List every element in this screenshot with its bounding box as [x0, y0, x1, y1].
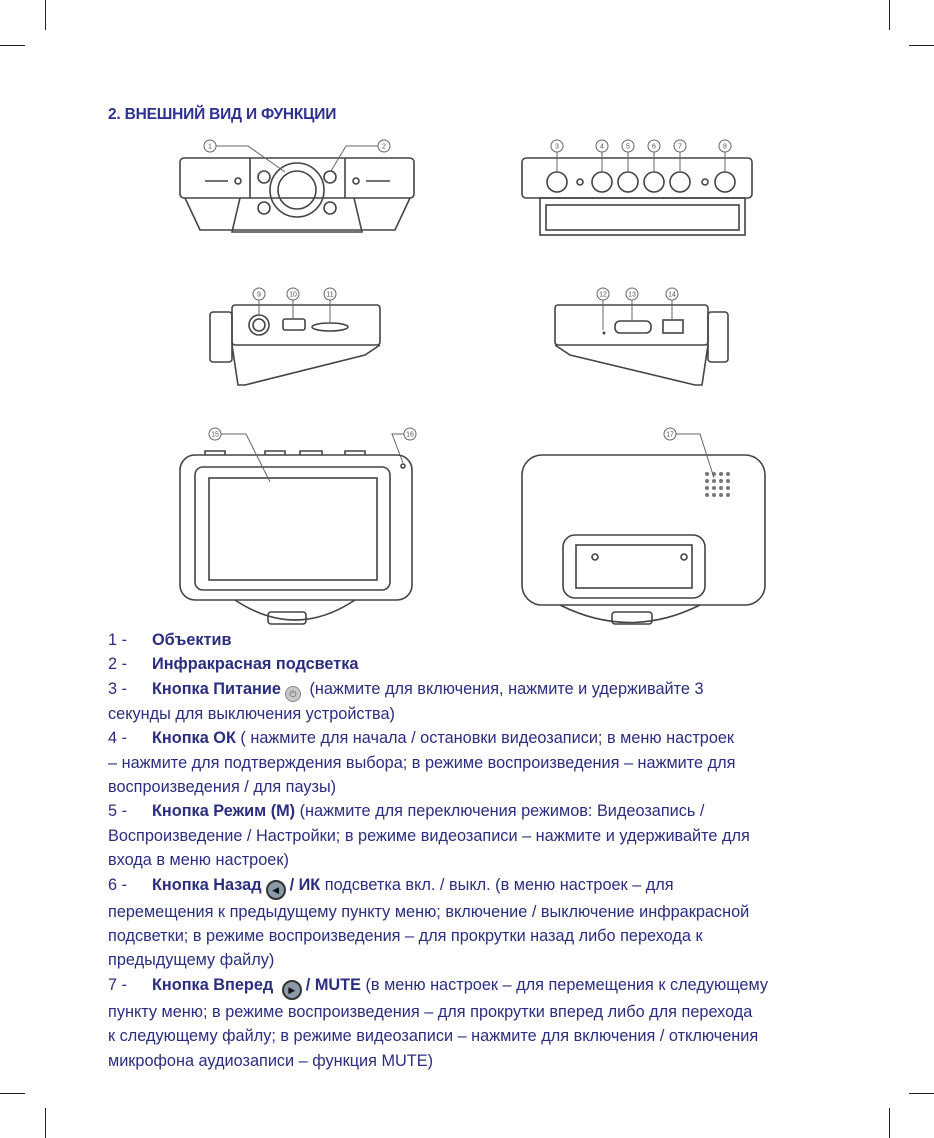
function-list: 1 - Объектив 2 - Инфракрасная подсветка 3 … — [108, 628, 848, 1073]
mount-view-diagram: 17 — [521, 427, 766, 625]
item-text: подсветка вкл. / выкл. (в меню настроек … — [324, 875, 674, 894]
callout-label: 2 — [382, 144, 386, 151]
left-arrow-icon: ◀ — [265, 879, 286, 900]
list-item-3: 3 - Кнопка Питание⏻ (нажмите для включени… — [108, 677, 848, 726]
callout-label: 16 — [406, 432, 414, 439]
item-number: 6 - — [108, 875, 128, 894]
item-number: 3 - — [108, 679, 128, 698]
item-text: (нажмите для включения, нажмите и удержи… — [309, 679, 704, 698]
crop-mark — [909, 45, 934, 46]
item-number: 5 - — [108, 802, 128, 821]
left-side-diagram: 9 10 11 — [209, 287, 381, 386]
crop-mark — [889, 1108, 890, 1138]
list-item-5: 5 - Кнопка Режим (М) (нажмите для переклю… — [108, 799, 848, 872]
crop-mark — [889, 0, 890, 30]
item-title: Кнопка Питание — [152, 679, 281, 698]
item-number: 7 - — [108, 975, 128, 994]
item-number: 1 - — [108, 631, 128, 649]
item-text: Воспроизведение / Настройки; в режиме ви… — [108, 826, 750, 845]
crop-mark — [0, 45, 25, 46]
item-text: секунды для выключения устройства) — [108, 704, 395, 723]
item-title: Кнопка Вперед — [152, 975, 274, 994]
list-item-7: 7 - Кнопка Вперед ▶/ MUTE (в меню настрое… — [108, 973, 848, 1073]
list-item-2: 2 - Инфракрасная подсветка — [108, 652, 848, 676]
callout-label: 17 — [666, 432, 674, 439]
item-text: к следующему файлу; в режиме видеозаписи… — [108, 1027, 759, 1046]
item-number: 2 - — [108, 655, 128, 674]
item-text: подсветки; в режиме воспроизведения – дл… — [108, 927, 703, 946]
callout-label: 5 — [626, 144, 630, 151]
item-text: ( нажмите для начала / остановки видеоза… — [240, 729, 735, 748]
callout-label: 11 — [326, 292, 333, 299]
item-title: Кнопка Режим (М) — [152, 802, 296, 821]
callout-label: 15 — [211, 432, 219, 439]
right-arrow-icon: ▶ — [281, 979, 302, 1000]
item-text: предыдущему файлу) — [108, 951, 275, 970]
callout-label: 6 — [652, 144, 656, 151]
item-text: перемещения к предыдущему пункту меню; в… — [108, 902, 750, 921]
callout-label: 3 — [555, 144, 559, 151]
callout-label: 7 — [678, 144, 682, 151]
callout-label: 13 — [628, 292, 636, 299]
item-text: (в меню настроек – для перемещения к сле… — [365, 975, 768, 994]
item-text: микрофона аудиозаписи – функция MUTE) — [108, 1051, 434, 1070]
section-title: 2. ВНЕШНИЙ ВИД И ФУНКЦИИ — [108, 106, 337, 123]
top-view-diagram: 3 4 5 6 7 8 — [521, 139, 753, 236]
item-title: Инфракрасная подсветка — [152, 655, 359, 674]
crop-mark — [45, 1108, 46, 1138]
callout-label: 1 — [208, 144, 212, 151]
item-text: (нажмите для переключения режимов: Видео… — [299, 802, 705, 821]
crop-mark — [909, 1093, 934, 1094]
list-item-6: 6 - Кнопка Назад◀/ ИК подсветка вкл. / вы… — [108, 873, 848, 973]
callout-label: 9 — [257, 292, 261, 299]
callout-label: 12 — [599, 292, 607, 299]
item-title: Кнопка ОК — [152, 729, 236, 748]
item-text: входа в меню настроек) — [108, 851, 289, 870]
item-number: 4 - — [108, 729, 128, 748]
list-item-4: 4 - Кнопка ОК ( нажмите для начала / оста… — [108, 726, 848, 799]
power-icon: ⏻ — [284, 685, 301, 702]
item-text: воспроизведения / для паузы) — [108, 778, 337, 797]
callout-label: 10 — [289, 292, 297, 299]
item-title: Объектив — [152, 631, 232, 649]
item-title: / MUTE — [305, 975, 361, 994]
crop-mark — [45, 0, 46, 30]
crop-mark — [0, 1093, 25, 1094]
screen-view-diagram: 15 16 — [179, 427, 417, 625]
list-item-1: 1 - Объектив — [108, 628, 848, 652]
callout-label: 8 — [723, 144, 727, 151]
item-text: пункту меню; в режиме воспроизведения – … — [108, 1002, 753, 1021]
item-title: Кнопка Назад — [152, 875, 262, 894]
callout-label: 14 — [668, 292, 676, 299]
item-title: / ИК — [289, 875, 321, 894]
callout-label: 4 — [600, 144, 604, 151]
item-text: – нажмите для подтверждения выбора; в ре… — [108, 753, 736, 772]
right-side-diagram: 12 13 14 — [554, 287, 729, 386]
device-diagrams: 1 2 3 4 5 6 7 8 9 — [179, 139, 766, 625]
front-view-diagram: 1 2 — [179, 139, 415, 233]
